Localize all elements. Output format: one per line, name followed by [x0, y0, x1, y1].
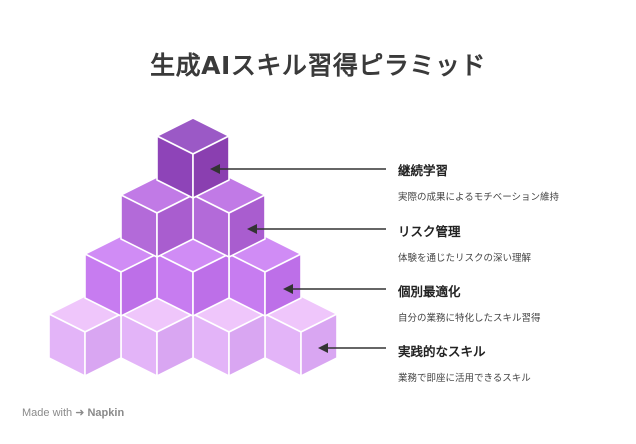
- level-heading: 実践的なスキル: [398, 344, 486, 359]
- footer-prefix: Made with: [22, 407, 73, 419]
- level-description: 自分の業務に特化したスキル習得: [398, 313, 541, 324]
- cube-right-face: [120, 253, 158, 317]
- arrowhead-icon: [283, 284, 293, 294]
- diagram-title: 生成AIスキル習得ピラミッド: [150, 51, 486, 80]
- cube-right-face: [84, 313, 122, 377]
- arrowhead-icon: [318, 343, 328, 353]
- footer-brand: Napkin: [87, 407, 125, 419]
- level-label-4: 実践的なスキル 業務で即座に活用できるスキル: [398, 341, 531, 384]
- arrowhead-icon: [247, 224, 257, 234]
- arrowhead-icon: [210, 164, 220, 174]
- cube-right-face: [192, 135, 230, 199]
- napkin-logo-icon: ➜: [75, 407, 85, 419]
- cube-right-face: [192, 253, 230, 317]
- cube-right-face: [228, 194, 266, 258]
- level-heading: 個別最適化: [398, 284, 461, 299]
- footer-credit: Made with ➜ Napkin: [22, 406, 124, 419]
- level-description: 業務で即座に活用できるスキル: [398, 373, 531, 384]
- cube-right-face: [156, 194, 194, 258]
- cube-right-face: [156, 313, 194, 377]
- cube-right-face: [264, 253, 302, 317]
- level-description: 体験を通じたリスクの深い理解: [398, 253, 532, 264]
- level-description: 実際の成果によるモチベーション維持: [398, 192, 560, 203]
- level-heading: 継続学習: [398, 163, 449, 178]
- level-label-1: 継続学習 実際の成果によるモチベーション維持: [398, 160, 559, 203]
- cube-right-face: [228, 313, 266, 377]
- level-label-3: 個別最適化 自分の業務に特化したスキル習得: [398, 281, 541, 324]
- level-heading: リスク管理: [398, 224, 461, 239]
- level-label-2: リスク管理 体験を通じたリスクの深い理解: [398, 221, 531, 264]
- cube-right-face: [300, 313, 338, 377]
